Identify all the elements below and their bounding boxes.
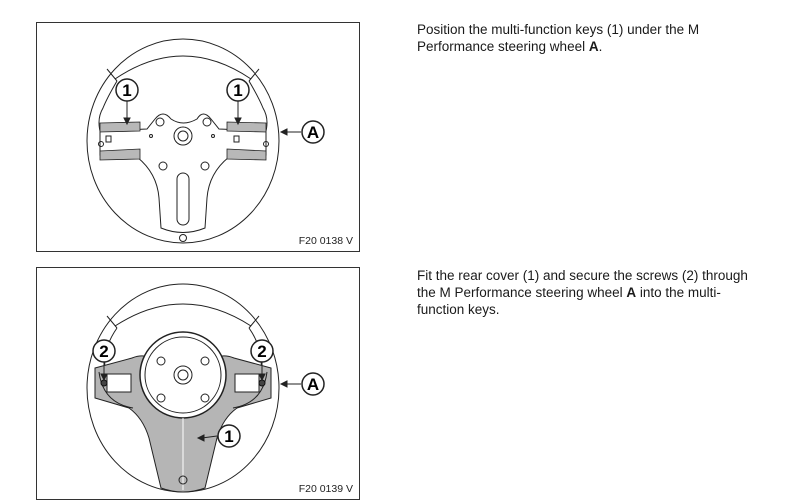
callout-1-left: 1 bbox=[122, 81, 131, 100]
figure-2: 2 2 A 1 F20 0139 V bbox=[36, 267, 360, 500]
figure-code: F20 0138 V bbox=[298, 235, 353, 247]
step-text-end: into the multi-function keys. bbox=[417, 285, 721, 317]
figure-1: 1 1 A F20 0138 V bbox=[36, 22, 360, 252]
step-text: Fit the rear cover (1) and secure the sc… bbox=[417, 268, 748, 300]
callout-2-right: 2 bbox=[257, 342, 266, 361]
callout-a: A bbox=[307, 375, 319, 394]
steering-wheel-diagram-2: 2 2 A 1 bbox=[86, 283, 325, 493]
steering-wheel-diagram-1: 1 1 A bbox=[86, 38, 325, 244]
callout-1-cover: 1 bbox=[224, 427, 233, 446]
step-2-text: Fit the rear cover (1) and secure the sc… bbox=[417, 267, 757, 318]
step-bold: A bbox=[588, 39, 599, 54]
figure-code: F20 0139 V bbox=[298, 483, 353, 495]
step-text: Position the multi-function keys (1) und… bbox=[417, 22, 700, 54]
callout-a: A bbox=[307, 123, 319, 142]
step-1-text: Position the multi-function keys (1) und… bbox=[417, 21, 757, 55]
callout-2-left: 2 bbox=[99, 342, 108, 361]
step-bold: A bbox=[626, 285, 637, 300]
callout-1-right: 1 bbox=[233, 81, 242, 100]
step-text-end: . bbox=[598, 39, 603, 54]
